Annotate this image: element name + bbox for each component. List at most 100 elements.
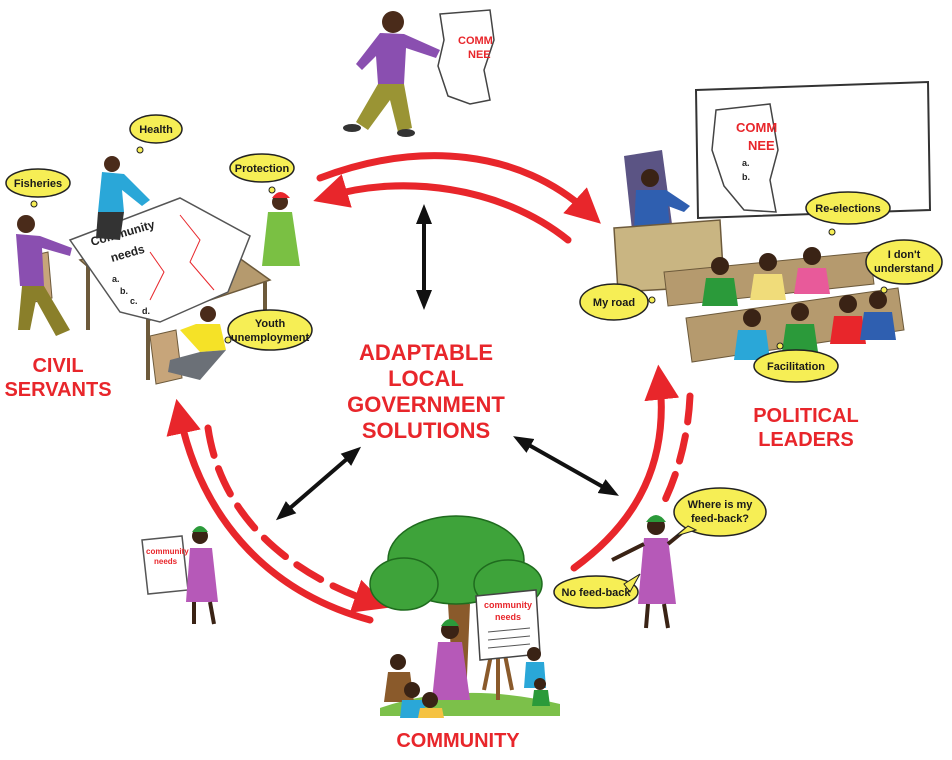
center-title-line-4: SOLUTIONS: [362, 418, 490, 443]
feedback-woman-legs: [644, 603, 670, 629]
bubble-fisheries: [5, 168, 71, 198]
person-health-legs: [96, 212, 124, 240]
arrow-political-to-civil: [313, 174, 572, 244]
bubble-health: [129, 114, 183, 144]
arrow-community-to-civil: [166, 398, 374, 624]
sheet-woman-legs: [192, 601, 216, 625]
sheet-crack-lines: [149, 214, 215, 301]
easel-sheet-line-1: community: [484, 600, 532, 610]
audience-members: [702, 247, 896, 360]
bubble-protection: [229, 153, 295, 183]
presenter-dress: [432, 642, 470, 700]
political-leaders-label: POLITICAL LEADERS: [753, 405, 859, 451]
bubble-youth-line-2: unemployment: [231, 332, 310, 344]
whiteboard-item-a: a.: [742, 158, 750, 168]
political-leaders-scene: COMM NEE a. b.: [613, 80, 932, 363]
bubble-fisheries-text: Fisheries: [14, 178, 62, 190]
bubble-no-feedback-text: No feed-back: [561, 587, 631, 599]
carrier-trousers: [356, 84, 412, 132]
sheet-woman-dress: [186, 548, 218, 602]
bubble-my-road: [579, 283, 649, 321]
cycle-arrows: [166, 152, 694, 624]
big-sheet-item-a: a.: [112, 274, 120, 284]
whiteboard-item-b: b.: [742, 172, 750, 182]
big-sheet-item-b: b.: [120, 286, 128, 296]
whiteboard-map: [711, 103, 779, 213]
person-protection-headwrap: [272, 192, 290, 198]
bubble-health-text: Health: [139, 124, 173, 136]
sheet-woman-illustration: community needs: [141, 526, 218, 625]
political-bubbles: Re-elections I don't understand My road …: [579, 191, 943, 383]
big-sheet-item-d: d.: [142, 306, 150, 316]
feedback-woman-dress: [638, 538, 676, 604]
arrow-center-right: [513, 436, 619, 496]
bubble-youth: [227, 309, 313, 351]
center-title-line-1: ADAPTABLE: [359, 340, 493, 365]
easel-sheet-lines: [487, 627, 531, 649]
feedback-woman-illustration: Where is my feed-back? No feed-back: [553, 487, 767, 629]
feedback-woman-headwrap: [646, 515, 666, 522]
civil-servants-line-2: SERVANTS: [4, 379, 111, 401]
person-youth-legs: [168, 350, 226, 380]
bubble-no-feedback: [553, 575, 639, 609]
whiteboard-map-line-2: NEE: [748, 138, 775, 153]
civil-servants-line-1: CIVIL: [32, 355, 83, 377]
civil-servants-scene: Community needs a. b. c. d.: [16, 156, 300, 385]
community-audience: [384, 647, 550, 718]
center-title-line-2: LOCAL: [388, 366, 464, 391]
carrier-shoe-right: [397, 129, 415, 137]
person-fisheries-head: [17, 215, 35, 233]
bubble-i-dont-understand-line-2: understand: [874, 263, 934, 275]
chair-back: [149, 329, 183, 385]
political-leaders-line-2: LEADERS: [758, 429, 854, 451]
civil-servants-label: CIVIL SERVANTS: [4, 355, 111, 401]
bubble-re-elections-text: Re-elections: [815, 203, 880, 215]
map-carrier-illustration: COMM NEE: [343, 9, 495, 137]
left-sheet-line-1: community: [146, 547, 189, 556]
bubble-protection-text: Protection: [235, 163, 290, 175]
center-arrows: [275, 204, 619, 521]
person-health-body: [98, 172, 150, 212]
big-sheet-item-c: c.: [130, 296, 138, 306]
arrow-civil-to-political: [316, 152, 601, 224]
presenter-headwrap: [441, 619, 459, 626]
whiteboard-map-line-1: COMM: [736, 120, 777, 135]
carrier-shirt: [356, 33, 440, 84]
sheet-woman-headwrap: [192, 526, 208, 532]
person-health-head: [104, 156, 120, 172]
easel-sheet-line-2: needs: [495, 612, 521, 622]
bubble-where-feedback-line-1: Where is my: [688, 499, 754, 511]
person-protection-dress: [262, 212, 300, 266]
center-title: ADAPTABLE LOCAL GOVERNMENT SOLUTIONS: [347, 340, 505, 443]
whiteboard: [694, 80, 932, 220]
left-sheet-line-2: needs: [154, 557, 178, 566]
bubble-youth-line-1: Youth: [255, 318, 286, 330]
speaker-robe: [634, 190, 690, 230]
community-label: COMMUNITY: [396, 730, 520, 752]
center-title-line-3: GOVERNMENT: [347, 392, 505, 417]
bubble-my-road-text: My road: [593, 297, 635, 309]
person-youth-head: [200, 306, 216, 322]
bubble-facilitation-text: Facilitation: [767, 361, 825, 373]
person-fisheries-legs: [18, 286, 70, 336]
carried-map-line-1: COMM: [458, 35, 493, 47]
big-needs-sheet: [68, 197, 251, 323]
arrow-civil-to-community-dashed: [204, 424, 389, 613]
arrow-political-dashed: [656, 392, 694, 514]
tree-canopy-2: [369, 557, 439, 611]
bubble-where-feedback-line-2: feed-back?: [691, 513, 749, 525]
political-leaders-line-1: POLITICAL: [753, 405, 859, 427]
arrow-community-to-political: [570, 364, 680, 572]
bubble-facilitation: [753, 349, 839, 383]
carried-map-paper: [437, 9, 495, 105]
arrow-center-left: [275, 446, 362, 521]
bubble-i-dont-understand-line-1: I don't: [888, 249, 921, 261]
bubble-i-dont-understand: [865, 239, 943, 285]
carried-map-line-2: NEE: [468, 49, 491, 61]
person-youth-body: [180, 324, 226, 352]
bubble-where-feedback: [673, 487, 767, 537]
speaker-head: [641, 169, 659, 187]
carrier-head: [382, 11, 404, 33]
community-scene: community needs: [369, 515, 560, 718]
